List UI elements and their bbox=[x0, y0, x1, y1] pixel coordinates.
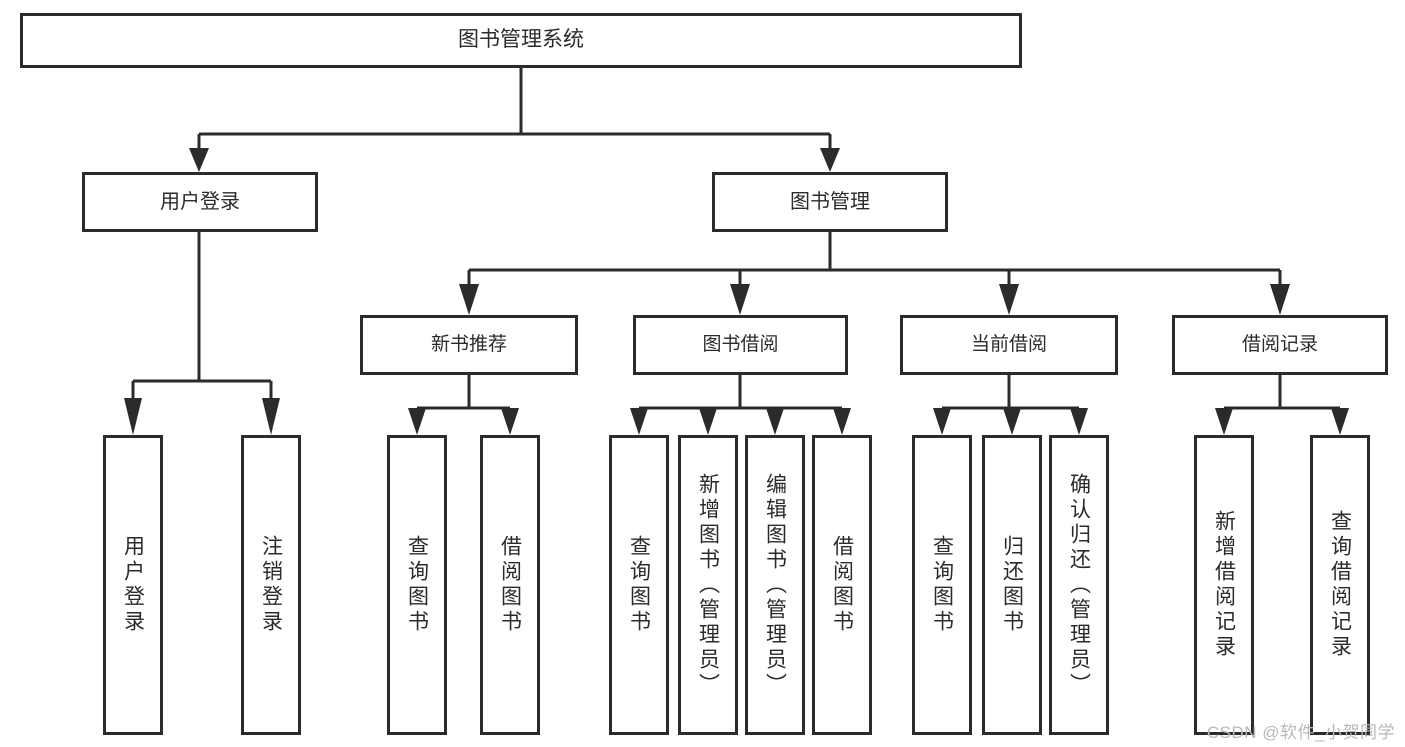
node-leaf-newbook-borrow-book[interactable]: 借阅图书 bbox=[480, 435, 540, 735]
node-leaf-record-query-label: 查询借阅记录 bbox=[1328, 510, 1352, 660]
node-new-book-recommend[interactable]: 新书推荐 bbox=[360, 315, 578, 375]
node-leaf-record-add-label: 新增借阅记录 bbox=[1212, 510, 1236, 660]
node-root[interactable]: 图书管理系统 bbox=[20, 13, 1022, 68]
node-book-borrow-label: 图书借阅 bbox=[702, 334, 779, 356]
arrow-current-leaf-2 bbox=[1003, 408, 1021, 435]
arrow-bookmgmt-to-newbook bbox=[459, 284, 479, 315]
node-user-login-label: 用户登录 bbox=[160, 190, 240, 213]
node-leaf-borrow-add-book[interactable]: 新增图书（管理员） bbox=[678, 435, 738, 735]
arrow-newbook-leaf-2 bbox=[501, 408, 519, 435]
node-leaf-borrow-borrow-book-label: 借阅图书 bbox=[830, 535, 854, 635]
node-new-book-recommend-label: 新书推荐 bbox=[430, 334, 507, 356]
node-leaf-borrow-edit-book-label: 编辑图书（管理员） bbox=[763, 472, 787, 698]
node-leaf-current-return-book-label: 归还图书 bbox=[1000, 535, 1024, 635]
arrow-bookmgmt-to-record bbox=[1270, 284, 1290, 315]
node-leaf-record-query[interactable]: 查询借阅记录 bbox=[1310, 435, 1370, 735]
node-leaf-current-query-book-label: 查询图书 bbox=[930, 535, 954, 635]
node-leaf-current-confirm-return-label: 确认归还（管理员） bbox=[1067, 472, 1091, 698]
node-leaf-current-confirm-return[interactable]: 确认归还（管理员） bbox=[1049, 435, 1109, 735]
node-leaf-record-add[interactable]: 新增借阅记录 bbox=[1194, 435, 1254, 735]
node-root-label: 图书管理系统 bbox=[458, 28, 584, 52]
arrow-userlogin-leaf-1 bbox=[124, 398, 142, 435]
node-book-management-label: 图书管理 bbox=[790, 190, 870, 213]
node-leaf-user-logout-label: 注销登录 bbox=[259, 535, 283, 635]
node-leaf-newbook-query-book[interactable]: 查询图书 bbox=[387, 435, 447, 735]
node-user-login[interactable]: 用户登录 bbox=[82, 172, 318, 232]
arrow-newbook-leaf-1 bbox=[408, 408, 426, 435]
node-borrow-record-label: 借阅记录 bbox=[1241, 334, 1318, 356]
node-book-management[interactable]: 图书管理 bbox=[712, 172, 948, 232]
node-leaf-borrow-query-book[interactable]: 查询图书 bbox=[609, 435, 669, 735]
node-leaf-current-query-book[interactable]: 查询图书 bbox=[912, 435, 972, 735]
node-borrow-record[interactable]: 借阅记录 bbox=[1172, 315, 1388, 375]
node-leaf-borrow-edit-book[interactable]: 编辑图书（管理员） bbox=[745, 435, 805, 735]
node-current-borrow-label: 当前借阅 bbox=[970, 334, 1047, 356]
node-leaf-user-logout[interactable]: 注销登录 bbox=[241, 435, 301, 735]
arrow-userlogin-leaf-2 bbox=[262, 398, 280, 435]
node-leaf-borrow-add-book-label: 新增图书（管理员） bbox=[696, 472, 720, 698]
node-leaf-user-login-label: 用户登录 bbox=[121, 535, 145, 635]
arrow-root-to-userlogin bbox=[189, 148, 209, 172]
arrow-current-leaf-3 bbox=[1070, 408, 1088, 435]
node-leaf-newbook-query-book-label: 查询图书 bbox=[405, 535, 429, 635]
arrow-bookmgmt-to-borrow bbox=[730, 284, 750, 315]
node-leaf-borrow-query-book-label: 查询图书 bbox=[627, 535, 651, 635]
arrow-current-leaf-1 bbox=[933, 408, 951, 435]
node-leaf-newbook-borrow-book-label: 借阅图书 bbox=[498, 535, 522, 635]
node-book-borrow[interactable]: 图书借阅 bbox=[633, 315, 848, 375]
arrow-borrow-leaf-1 bbox=[630, 408, 648, 435]
node-leaf-borrow-borrow-book[interactable]: 借阅图书 bbox=[812, 435, 872, 735]
node-current-borrow[interactable]: 当前借阅 bbox=[900, 315, 1118, 375]
arrow-root-to-bookmgmt bbox=[820, 148, 840, 172]
arrow-borrow-leaf-2 bbox=[699, 408, 717, 435]
arrow-record-leaf-1 bbox=[1215, 408, 1233, 435]
arrow-borrow-leaf-3 bbox=[766, 408, 784, 435]
node-leaf-current-return-book[interactable]: 归还图书 bbox=[982, 435, 1042, 735]
arrow-bookmgmt-to-current bbox=[999, 284, 1019, 315]
arrow-record-leaf-2 bbox=[1331, 408, 1349, 435]
node-leaf-user-login[interactable]: 用户登录 bbox=[103, 435, 163, 735]
arrow-borrow-leaf-4 bbox=[833, 408, 851, 435]
